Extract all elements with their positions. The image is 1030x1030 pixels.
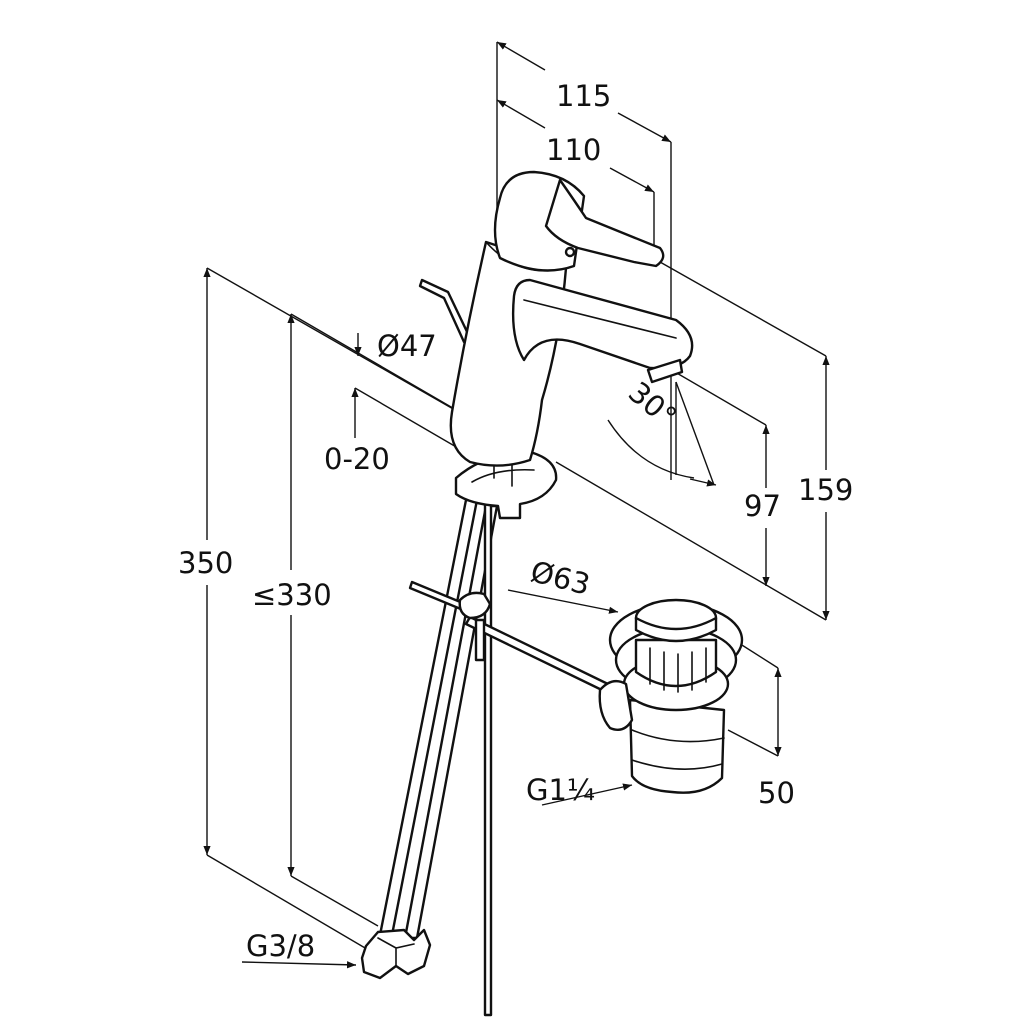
dim-159-extension-top: [659, 261, 827, 357]
dim-30-arc: [607, 419, 695, 479]
tap-body: [449, 240, 568, 467]
dim-g38-leader: [241, 961, 357, 969]
label-63: Ø63: [527, 554, 593, 601]
label-30: 30°: [622, 375, 683, 434]
dim-330-extension-top: [290, 313, 471, 419]
label-115: 115: [556, 79, 611, 113]
waste-linkage-connector: [598, 679, 634, 731]
label-330: ≤330: [252, 578, 332, 612]
label-110: 110: [546, 133, 601, 167]
pop-up-waste: [598, 598, 744, 794]
dim-110-line-b: [609, 167, 655, 193]
pop-up-linkage: [408, 278, 612, 694]
label-97: 97: [744, 489, 781, 523]
pop-up-clamp: [458, 591, 492, 620]
label-0-20: 0-20: [324, 442, 390, 476]
waste-plug-cap-side: [634, 616, 718, 643]
tap-lever-screw: [564, 246, 576, 258]
mixer-tap: [449, 170, 694, 520]
dim-50-extension-bottom: [727, 729, 779, 757]
pop-up-rod-vertical: [483, 488, 493, 1017]
dim-30-arrow: [689, 478, 717, 487]
dim-350-extension-top: [206, 267, 463, 415]
tap-aerator: [646, 358, 684, 384]
supply-hoses: [360, 488, 499, 1017]
tap-spout-underside: [523, 299, 677, 339]
label-g38: G3/8: [246, 929, 315, 963]
dim-350-extension-bottom: [206, 854, 378, 956]
label-159: 159: [798, 473, 853, 507]
dim-97-extension-top: [674, 371, 767, 426]
dim-30-line-b: [675, 381, 715, 486]
waste-body-bands: [631, 729, 725, 770]
pop-up-clamp-stem: [474, 618, 486, 662]
tap-lever-handle: [544, 178, 665, 268]
dim-115-line-b: [617, 112, 672, 143]
waste-cage: [634, 638, 718, 688]
label-50: 50: [758, 776, 795, 810]
dim-0-20-reference: [354, 387, 471, 456]
dim-159-extension-bottom: [555, 461, 827, 621]
dim-110-line-a: [496, 99, 546, 129]
dim-g114-leader: [541, 783, 633, 806]
label-g114: G1¼: [526, 773, 595, 807]
waste-body-cylinder: [628, 698, 726, 794]
waste-cage-bars: [649, 647, 707, 693]
dim-63-leader: [507, 589, 619, 614]
label-350: 350: [178, 546, 233, 580]
dim-115-line-a: [496, 41, 546, 71]
dimension-lines: [203, 41, 830, 969]
dim-330-extension-bottom: [290, 875, 379, 927]
hose-nut-detail: [377, 937, 415, 967]
label-47: Ø47: [377, 329, 437, 363]
